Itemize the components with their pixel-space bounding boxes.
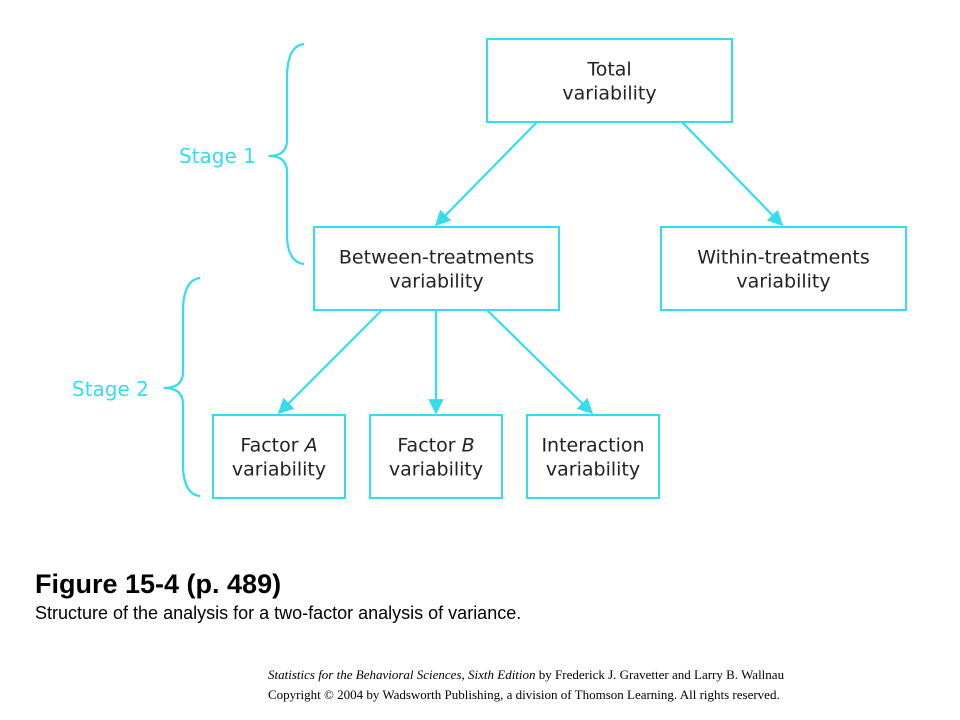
arrow-between-to-interaction [486,309,594,415]
stage-1-brace [268,42,305,266]
book-authors: by Frederick J. Gravetter and Larry B. W… [535,667,785,682]
caption-title: Figure 15-4 (p. 489) [35,569,282,599]
anova-structure-diagram: TotalvariabilityBetween-treatmentsvariab… [72,38,907,499]
node-label-line: Interaction [541,435,644,457]
stage-2-brace [163,276,201,498]
credits-copyright: Copyright © 2004 by Wadsworth Publishing… [268,687,780,702]
node-box [313,226,560,311]
node-label-line: Between-treatments [339,247,534,269]
figure-caption: Figure 15-4 (p. 489) Structure of the an… [35,568,935,624]
node-label-line: variability [232,459,326,481]
node-box [486,38,733,123]
node-label-line: Within-treatments [697,247,870,269]
node-label-line: Factor A [240,435,317,457]
node-label-line: variability [736,271,830,293]
node-box [526,414,660,499]
credits: Statistics for the Behavioral Sciences, … [268,665,948,705]
node-box [660,226,907,311]
node-label-line: Factor B [397,435,474,457]
book-title: Statistics for the Behavioral Sciences, … [268,667,536,682]
credits-line-1: Statistics for the Behavioral Sciences, … [268,665,948,685]
arrow-total-to-between [434,121,538,227]
stage-2-label: Stage 2 [72,377,149,401]
node-label-line: variability [389,459,483,481]
arrow-between-to-factorA [277,309,383,415]
arrow-total-to-within [681,121,784,227]
caption-text: Structure of the analysis for a two-fact… [35,603,522,623]
node-box [369,414,503,499]
node-label-line: variability [562,83,656,105]
node-box [212,414,346,499]
node-label-line: variability [389,271,483,293]
node-label-line: variability [546,459,640,481]
node-label-line: Total [586,59,631,81]
stage-1-label: Stage 1 [179,144,256,168]
